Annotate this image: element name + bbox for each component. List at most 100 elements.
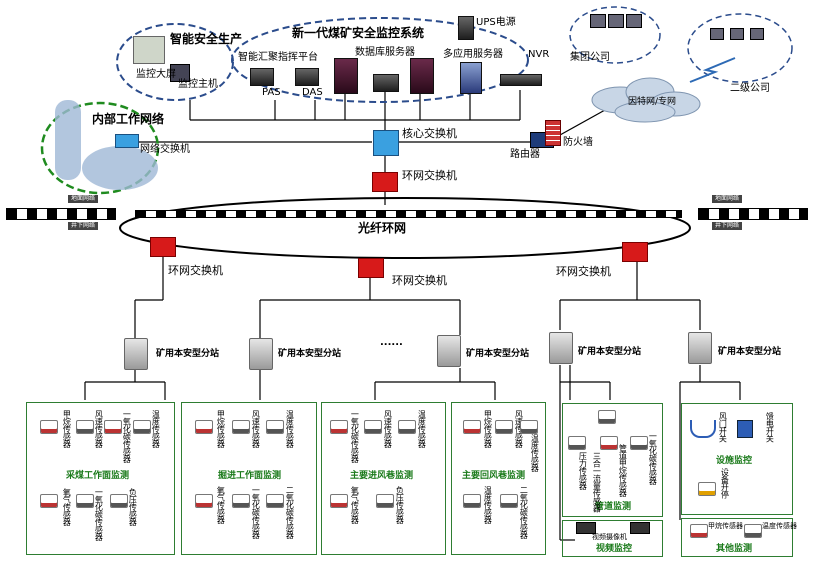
firewall-icon [545,120,561,146]
g2-sensor-5-label: 一氧化碳传感器 [251,486,261,539]
internet-label: 因特网/专网 [628,97,677,107]
g5-sensor-2-label: 三合一流量传感器 [592,452,602,512]
g6-sensor-1-label: 风门开关 [718,412,728,442]
g1-sensor-2-label: 风速传感器 [94,410,104,448]
g2-sensor-4-label: 氧气传感器 [216,486,226,524]
g7-sensor-1-label: 视频摄像机 [592,533,627,541]
monitor-screen-label: 监控大屏 [136,69,176,80]
g3-sensor-5-label: 负压传感器 [395,486,405,524]
g5-sensor-1-label: 压力传感器 [578,452,588,490]
group-pc-1-icon [590,14,606,28]
group-company-label: 集团公司 [570,52,610,63]
g6-sensor-3-label: 设备开停 [720,468,730,498]
g4-sensor-1-label: 甲烷传感器 [483,410,493,448]
g7-camera-2-icon [630,522,650,534]
net-switch-icon [115,134,139,148]
g2-sensor-2-label: 风速传感器 [251,410,261,448]
g7-title: 视频监控 [596,544,633,554]
group-facility [681,403,793,515]
ring-switch-top-icon [372,172,398,192]
station-5-icon [688,332,712,364]
station-1-label: 矿用本安型分站 [156,349,220,359]
g4-title: 主要回风巷监测 [462,471,526,481]
g6-sensor-2-label: 馈电开关 [765,412,775,442]
g2-sensor-6-label: 二氧化碳传感器 [285,486,295,539]
g8-sensor-2-icon [744,524,762,538]
station-3-label: 矿用本安型分站 [466,349,530,359]
g3-sensor-4-label: 氧气传感器 [350,486,360,524]
g8-sensor-1-icon [690,524,708,538]
g4-sensor-1-icon [463,420,481,434]
db-server-label: 数据库服务器 [355,47,415,58]
monitor-host-icon [170,64,190,82]
g1-sensor-7-icon [110,494,128,508]
g5-sensor-1-icon [568,436,586,450]
pas-label: PAS [262,87,281,98]
g4-sensor-2-label: 风速传感器 [514,410,524,448]
nvr-label: NVR [528,49,550,60]
station-2-label: 矿用本安型分站 [278,349,342,359]
g6-air-door-icon [690,420,716,438]
pas-device-icon [250,68,274,86]
group-pc-2-icon [608,14,624,28]
ring-switch-1-icon [150,237,176,257]
firewall-label: 防火墙 [563,137,593,148]
g5-sensor-4-icon [630,436,648,450]
g2-sensor-3-icon [266,420,284,434]
g5-sensor-3-icon [600,436,618,450]
tunnel-center [135,210,682,218]
group-coal-face [26,402,175,555]
station-2-icon [249,338,273,370]
second-pc-3-icon [750,28,764,40]
g3-sensor-5-icon [376,494,394,508]
second-company-label: 二级公司 [730,83,770,94]
g3-sensor-3-icon [398,420,416,434]
tunnel-left [6,208,116,220]
g2-sensor-6-icon [266,494,284,508]
station-1-icon [124,338,148,370]
g8-sensor-2-label: 温度传感器 [762,522,797,530]
well-tag-left: 井下网络 [68,222,99,230]
g5-pipe-icon [598,410,616,424]
ups-label: UPS电源 [476,17,516,28]
g8-sensor-1-label: 甲烷传感器 [708,522,743,530]
ring-switch-3-label: 环网交换机 [556,265,611,278]
g1-sensor-6-label: 一氧化碳传感器 [94,488,104,541]
g1-sensor-4-label: 温度传感器 [151,410,161,448]
g6-on-off-icon [698,482,716,496]
nvr-device-icon [500,74,542,86]
core-switch-label: 核心交换机 [402,127,457,140]
g2-sensor-3-label: 温度传感器 [285,410,295,448]
db-server-2-icon [410,58,434,94]
g1-title: 采煤工作面监测 [66,471,130,481]
station-4-label: 矿用本安型分站 [578,347,642,357]
g5-sensor-4-label: 一氧化碳传感器 [648,432,658,485]
g3-sensor-2-icon [364,420,382,434]
net-switch-label: 网络交换机 [140,144,190,155]
second-pc-1-icon [710,28,724,40]
g5-title: 管道监测 [595,502,632,512]
g1-sensor-4-icon [133,420,151,434]
g4-sensor-3-icon [520,420,538,434]
fiber-ring-label: 光纤环网 [358,221,407,235]
g3-sensor-2-label: 风速传感器 [383,410,393,448]
g2-sensor-1-label: 甲烷传感器 [216,410,226,448]
g6-feed-switch-icon [737,420,753,438]
router-label: 路由器 [510,149,540,160]
tunnel-right [698,208,808,220]
ring-switch-3-icon [622,242,648,262]
g3-sensor-4-icon [330,494,348,508]
station-5-label: 矿用本安型分站 [718,347,782,357]
g2-title: 掘进工作面监测 [218,471,282,481]
g1-sensor-5-label: 氧气传感器 [62,488,72,526]
das-device-icon [295,68,319,86]
g7-camera-1-icon [576,522,596,534]
station-3-icon [437,335,461,367]
group-intake-airway [321,402,446,555]
station-4-icon [549,332,573,364]
smart-safety-label: 智能安全生产 [170,32,243,46]
group-other [681,518,793,557]
g4-sensor-3-label: 温度传感器 [530,434,540,472]
g4-sensor-4-label: 温度传感器 [483,486,493,524]
g4-sensor-5-icon [500,494,518,508]
